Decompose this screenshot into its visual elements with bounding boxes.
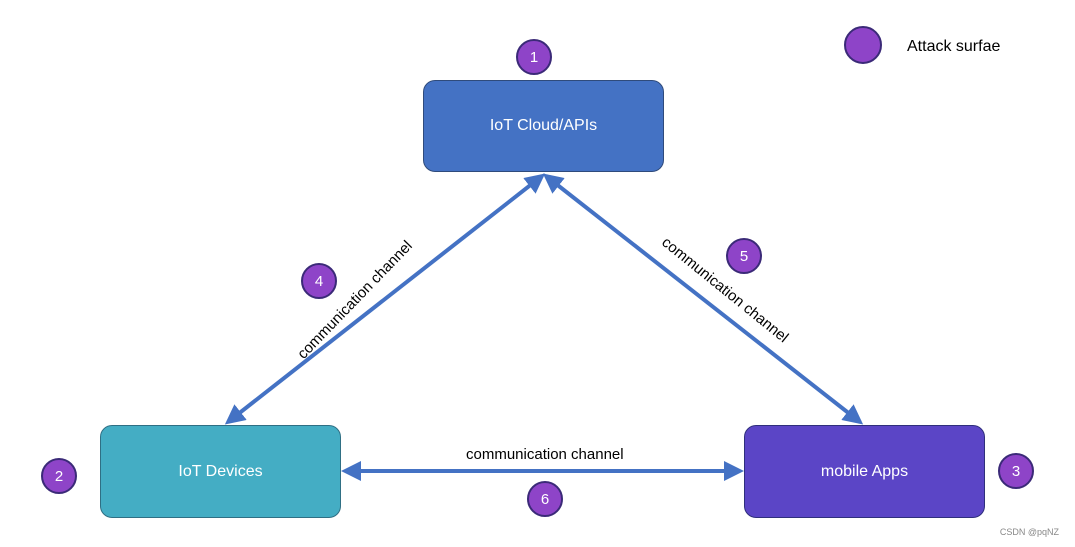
attack-surface-marker-2: 2	[41, 458, 77, 494]
arrow-devices-cloud	[224, 173, 546, 425]
node-iot-devices: IoT Devices	[100, 425, 341, 518]
node-iot-cloud-label: IoT Cloud/APIs	[489, 117, 598, 134]
arrow-cloud-mobile	[542, 173, 864, 425]
legend-label: Attack surfae	[907, 38, 1001, 55]
attack-surface-marker-5: 5	[726, 238, 762, 274]
attack-surface-marker-4: 4	[301, 263, 337, 299]
node-iot-cloud: IoT Cloud/APIs	[423, 80, 664, 172]
watermark: CSDN @pqNZ	[999, 527, 1059, 537]
attack-surface-marker-1: 1	[516, 39, 552, 75]
legend-swatch	[844, 26, 882, 64]
node-mobile-apps-label: mobile Apps	[820, 462, 909, 480]
attack-surface-marker-6: 6	[527, 481, 563, 517]
node-iot-devices-label: IoT Devices	[178, 462, 263, 480]
attack-surface-marker-3: 3	[998, 453, 1034, 489]
channel-label-devices-mobile: communication channel	[466, 446, 624, 463]
node-mobile-apps: mobile Apps	[744, 425, 985, 518]
